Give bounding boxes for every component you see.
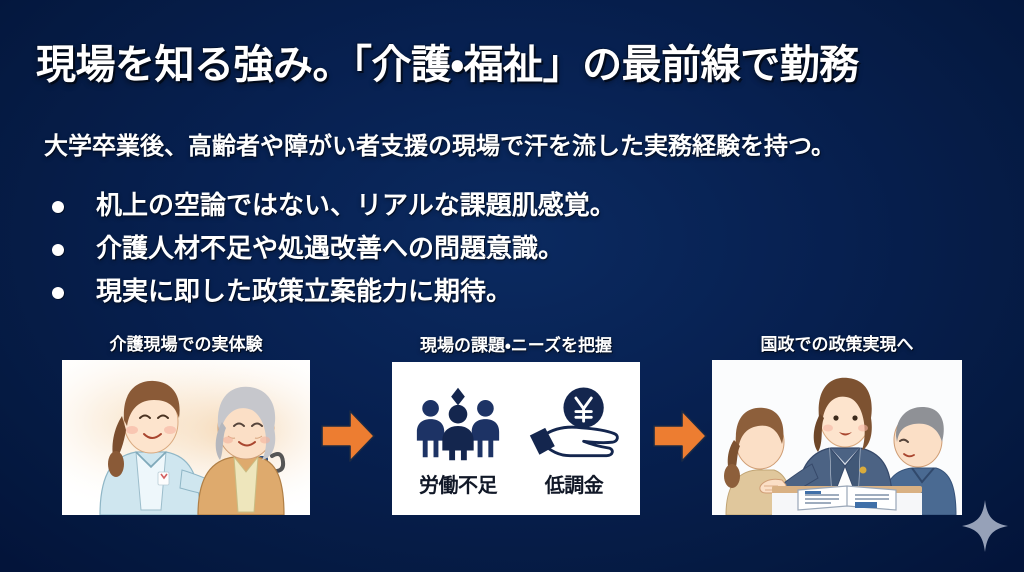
issue-item-low-wage: 低調金 — [519, 381, 629, 498]
three-people-icon — [403, 381, 513, 467]
panel-caption-1: 介護現場での実体験 — [109, 335, 263, 355]
caregiver-with-elderly-illustration — [62, 360, 310, 515]
list-item: 机上の空論ではない、リアルな課題肌感覚。 — [52, 190, 812, 225]
page-title: 現場を知る強み。「介護・福祉」の最前線で勤務 — [36, 42, 859, 88]
bullet-list: 机上の空論ではない、リアルな課題肌感覚。 介護人材不足や処遇改善への問題意識。 … — [52, 190, 812, 319]
issue-item-labor-shortage: 労働不足 — [403, 381, 513, 498]
sparkle-icon — [962, 500, 1008, 552]
bullet-dot-icon — [52, 201, 64, 213]
bullet-dot-icon — [52, 287, 64, 299]
subheading: 大学卒業後、高齢者や障がい者支援の現場で汗を流した実務経験を持つ。 — [44, 132, 836, 160]
issue-label: 労働不足 — [419, 473, 498, 497]
issue-label: 低調金 — [544, 473, 604, 497]
bullet-text: 現実に即した政策立案能力に期待。 — [96, 277, 513, 307]
bullet-text: 机上の空論ではない、リアルな課題肌感覚。 — [96, 191, 616, 221]
panel-policy-photo — [712, 360, 962, 515]
panel-caption-3: 国政での政策実現へ — [760, 335, 914, 355]
list-item: 介護人材不足や処遇改善への問題意識。 — [52, 233, 812, 268]
policy-meeting-illustration — [712, 360, 962, 515]
flow-arrow-1-icon — [321, 410, 375, 462]
list-item: 現実に即した政策立案能力に期待。 — [52, 276, 812, 311]
panel-issues-icons: 労働不足 — [392, 362, 640, 515]
panel-caregiving-photo — [62, 360, 310, 515]
flow-arrow-2-icon — [653, 410, 707, 462]
bullet-text: 介護人材不足や処遇改善への問題意識。 — [96, 234, 565, 264]
panel-caption-2: 現場の課題・ニーズを把握 — [420, 336, 612, 356]
hand-holding-yen-coin-icon — [519, 381, 629, 467]
bullet-dot-icon — [52, 244, 64, 256]
